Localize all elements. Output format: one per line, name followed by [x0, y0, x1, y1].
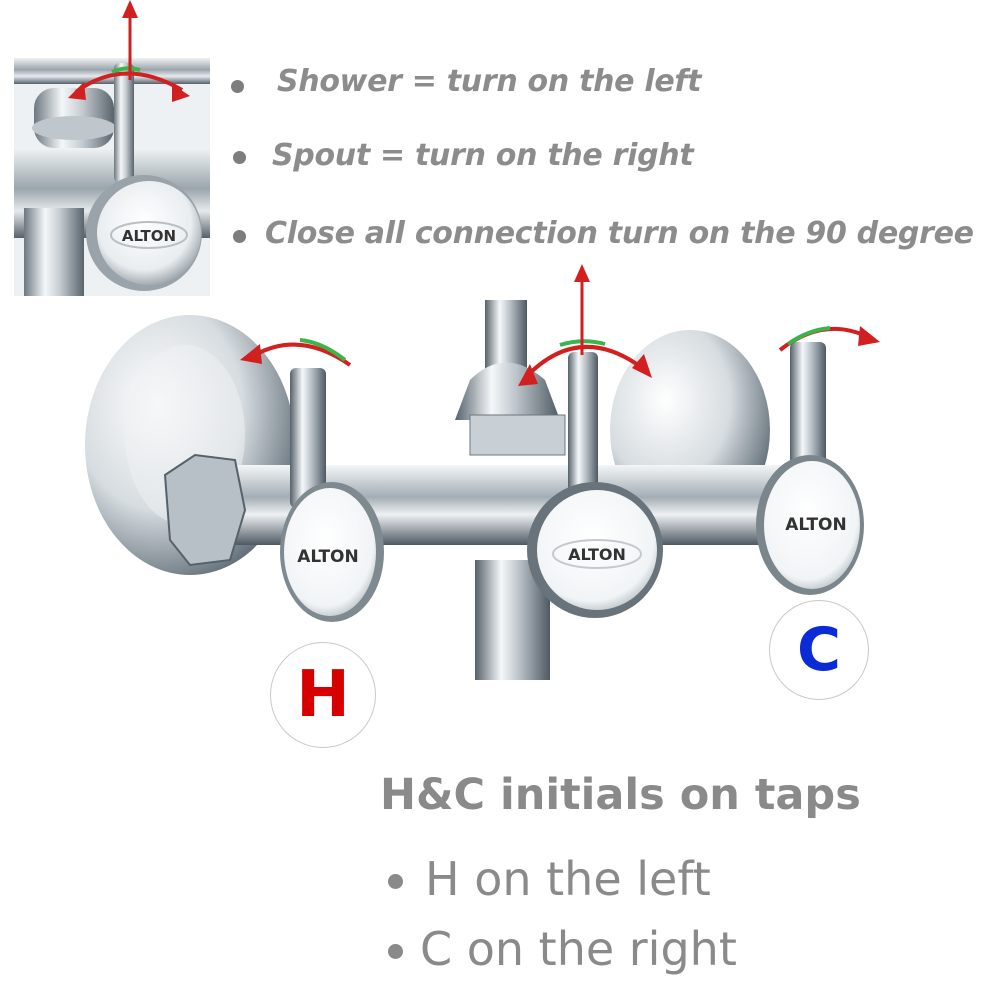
bullet-dot: [388, 944, 403, 959]
up-arrow-icon: [122, 0, 138, 80]
hc-heading: H&C initials on taps: [380, 770, 861, 820]
inset-knob-brand: ALTON: [122, 227, 176, 245]
bullet-dot: [233, 151, 246, 164]
cold-badge: C: [769, 600, 869, 700]
cold-letter: C: [796, 615, 842, 685]
bullet-dot: [231, 80, 244, 93]
main-tap-illustration: ALTON ALTON ALTON: [85, 264, 880, 680]
hot-letter: H: [296, 658, 350, 732]
bullet-dot: [388, 874, 403, 889]
instruction-close: Close all connection turn on the 90 degr…: [265, 216, 974, 251]
center-diverter-knob: ALTON: [527, 352, 663, 618]
center-knob-brand: ALTON: [568, 545, 626, 564]
center-up-arrow-icon: [574, 264, 590, 355]
cold-right-note: C on the right: [420, 922, 737, 976]
instruction-shower: Shower = turn on the left: [277, 64, 702, 99]
left-rotation-arrow-icon: [240, 338, 352, 367]
left-knob-brand: ALTON: [297, 547, 358, 567]
bullet-dot: [233, 230, 246, 243]
instruction-spout: Spout = turn on the right: [272, 138, 694, 173]
right-cold-knob: ALTON: [756, 342, 864, 595]
right-rotation-arrow-icon: [778, 326, 880, 352]
hot-badge: H: [270, 642, 376, 748]
inset-tap-illustration: ALTON: [14, 58, 210, 296]
right-knob-brand: ALTON: [785, 515, 846, 535]
left-hot-knob: ALTON: [280, 368, 384, 622]
inset-product-photo: ALTON: [14, 58, 210, 296]
hot-left-note: H on the left: [425, 852, 711, 906]
